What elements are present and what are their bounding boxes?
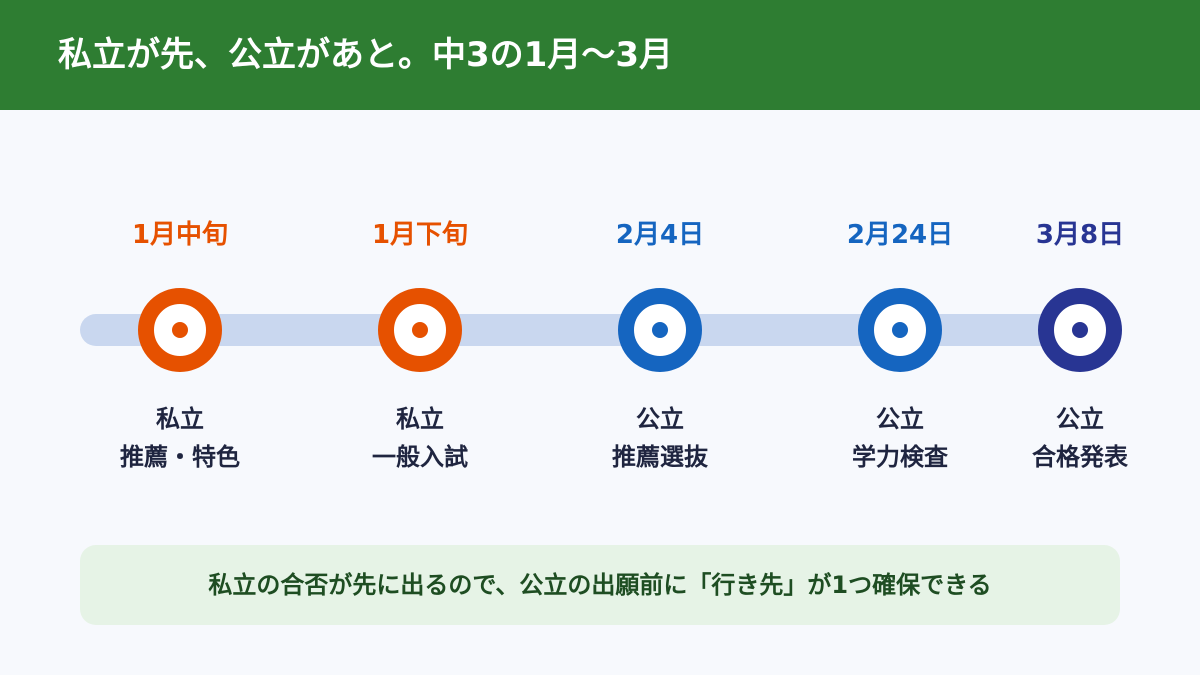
milestone-marker [618, 288, 702, 372]
milestone-date: 2月24日 [846, 220, 954, 250]
milestone-marker-dot [1072, 322, 1088, 338]
milestone-label: 公立 合格発表 [960, 400, 1200, 476]
milestone-marker-dot [412, 322, 428, 338]
milestone-marker-dot [652, 322, 668, 338]
header-bar: 私立が先、公立があと。中3の1月〜3月 [0, 0, 1200, 110]
page-title: 私立が先、公立があと。中3の1月〜3月 [58, 35, 673, 75]
milestone-date: 3月8日 [1035, 220, 1125, 250]
milestone-marker-dot [172, 322, 188, 338]
milestone-label: 私立 一般入試 [300, 400, 540, 476]
milestone-date: 1月下旬 [371, 220, 469, 250]
milestone-label: 私立 推薦・特色 [60, 400, 300, 476]
milestone-label-line1: 私立 [156, 405, 204, 433]
milestone-label-line2: 推薦選抜 [612, 443, 708, 471]
milestone-label: 公立 学力検査 [780, 400, 1020, 476]
milestone-label-line2: 一般入試 [372, 443, 468, 471]
milestone-label-line1: 公立 [1056, 405, 1104, 433]
milestone-marker [378, 288, 462, 372]
milestone-marker [1038, 288, 1122, 372]
milestone-label-line2: 学力検査 [852, 443, 948, 471]
milestone-date: 2月4日 [615, 220, 705, 250]
milestone-marker-dot [892, 322, 908, 338]
milestone-marker [138, 288, 222, 372]
milestone-date: 1月中旬 [131, 220, 229, 250]
milestone-marker [858, 288, 942, 372]
milestone-label-line2: 合格発表 [1032, 443, 1128, 471]
milestone-label: 公立 推薦選抜 [540, 400, 780, 476]
milestone-label-line1: 公立 [636, 405, 684, 433]
milestone-label-line2: 推薦・特色 [120, 443, 240, 471]
timeline-track [80, 314, 1120, 346]
summary-note-text: 私立の合否が先に出るので、公立の出願前に「行き先」が1つ確保できる [208, 571, 992, 599]
milestone-label-line1: 私立 [396, 405, 444, 433]
milestone-label-line1: 公立 [876, 405, 924, 433]
summary-note: 私立の合否が先に出るので、公立の出願前に「行き先」が1つ確保できる [80, 545, 1120, 625]
